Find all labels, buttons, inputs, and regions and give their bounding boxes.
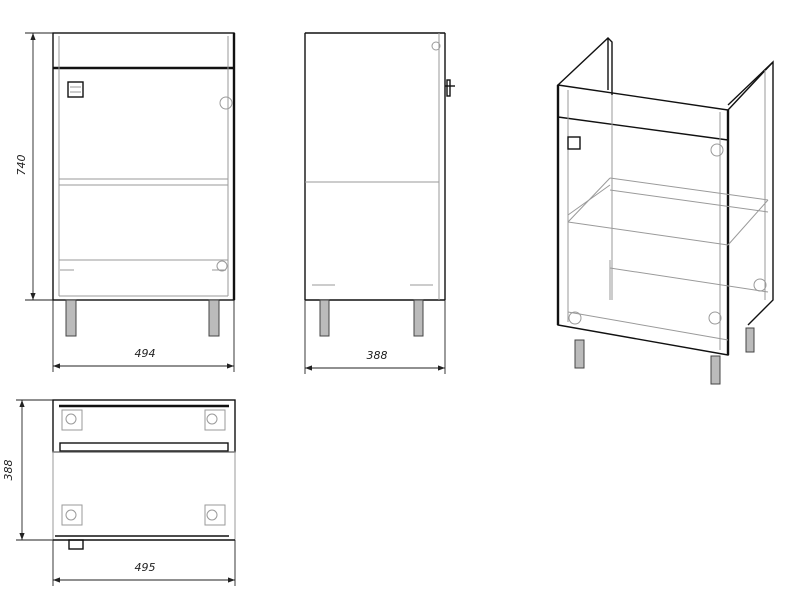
isometric-view: [556, 37, 774, 385]
width-dimension: 495: [135, 561, 156, 574]
leg: [319, 299, 330, 337]
vent-icon: [67, 81, 84, 98]
leg: [208, 299, 220, 337]
leg: [574, 339, 585, 369]
handle-icon: [446, 79, 451, 97]
leg: [65, 299, 77, 337]
side-view: 388: [304, 32, 455, 374]
leg: [710, 355, 721, 385]
top-view: 388 495: [2, 399, 236, 586]
height-dimension: 740: [15, 155, 28, 176]
front-view: 740 494: [15, 32, 236, 372]
depth-dimension: 388: [367, 349, 388, 362]
leg: [745, 327, 755, 353]
depth-dimension: 388: [2, 460, 15, 481]
leg: [413, 299, 424, 337]
width-dimension: 494: [135, 347, 156, 360]
vent-icon: [567, 136, 581, 150]
